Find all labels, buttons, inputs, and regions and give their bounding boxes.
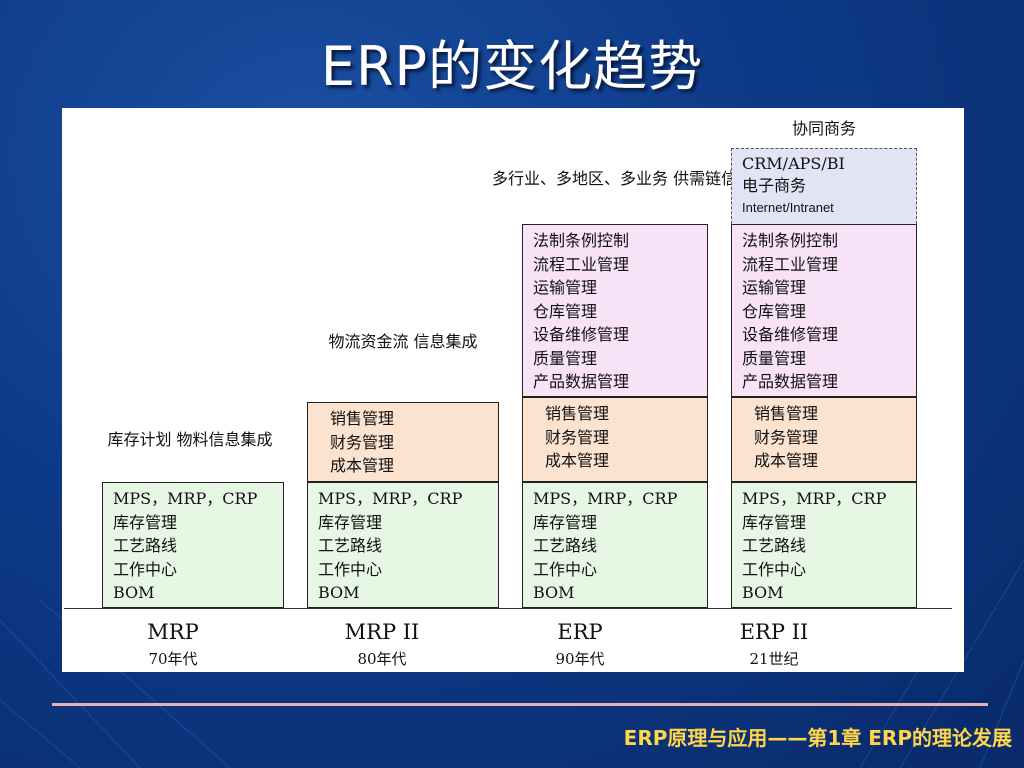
erp2-base-box: MPS，MRP，CRP 库存管理 工艺路线 工作中心 BOM	[731, 482, 917, 608]
mrp2-caption: 物流资金流 信息集成	[307, 330, 499, 353]
era-period: 80年代	[357, 650, 407, 668]
box-line: 工艺路线	[318, 536, 383, 555]
box-line: 库存管理	[318, 512, 383, 532]
box-line: BOM	[113, 583, 155, 602]
box-line: 工作中心	[318, 559, 383, 579]
erp2-collab-box: CRM/APS/BI 电子商务 Internet/Intranet	[731, 148, 917, 224]
box-line: BOM	[533, 583, 575, 602]
box-line: 成本管理	[545, 451, 610, 470]
erp-evolution-diagram: 库存计划 物料信息集成 MPS，MRP，CRP 库存管理 工艺路线 工作中心 B…	[62, 108, 964, 672]
box-line: Internet/Intranet	[742, 200, 834, 215]
box-line: BOM	[742, 583, 784, 602]
box-line: 工作中心	[533, 559, 598, 579]
erp2-finance-box: 销售管理 财务管理 成本管理	[731, 397, 917, 482]
caption-line: 多行业、多地区、多业务	[492, 169, 669, 188]
box-line: 运输管理	[533, 278, 598, 297]
box-line: 成本管理	[330, 456, 395, 475]
era-period: 21世纪	[749, 650, 799, 668]
box-line: 成本管理	[754, 451, 819, 470]
era-label: ERP II	[739, 620, 809, 644]
box-line: MPS，MRP，CRP	[533, 489, 678, 508]
caption-line: 协同商务	[791, 119, 856, 138]
footer-divider	[52, 703, 988, 706]
slide-footer: ERP原理与应用——第1章 ERP的理论发展	[623, 726, 1012, 750]
box-line: 库存管理	[113, 512, 178, 532]
slide-title: ERP的变化趋势	[320, 35, 704, 98]
caption-line: 物流资金流	[328, 332, 409, 351]
erp-extended-box: 法制条例控制 流程工业管理 运输管理 仓库管理 设备维修管理 质量管理 产品数据…	[522, 224, 708, 397]
box-line: 销售管理	[330, 409, 395, 428]
mrp2-base-box: MPS，MRP，CRP 库存管理 工艺路线 工作中心 BOM	[307, 482, 499, 608]
box-line: 质量管理	[742, 348, 807, 368]
erp-base-box: MPS，MRP，CRP 库存管理 工艺路线 工作中心 BOM	[522, 482, 708, 608]
box-line: CRM/APS/BI	[742, 154, 845, 173]
box-line: 财务管理	[545, 427, 610, 447]
era-label: MRP II	[344, 620, 420, 644]
box-line: 工艺路线	[742, 536, 807, 555]
era-label: MRP	[147, 620, 199, 644]
box-line: 库存管理	[742, 512, 807, 532]
box-line: 法制条例控制	[533, 231, 630, 250]
box-line: 工作中心	[742, 559, 807, 579]
box-line: MPS，MRP，CRP	[742, 489, 887, 508]
box-line: 流程工业管理	[742, 254, 839, 274]
mrp-caption: 库存计划 物料信息集成	[102, 428, 278, 451]
box-line: 财务管理	[754, 427, 819, 447]
caption-line: 信息集成	[413, 332, 478, 351]
box-line: MPS，MRP，CRP	[113, 489, 258, 508]
box-line: 产品数据管理	[533, 372, 630, 391]
timeline-axis	[64, 608, 952, 609]
box-line: 产品数据管理	[742, 372, 839, 391]
box-line: 财务管理	[330, 432, 395, 452]
box-line: 工艺路线	[533, 536, 598, 555]
caption-line: 库存计划	[107, 430, 172, 449]
box-line: 运输管理	[742, 278, 807, 297]
erp-caption: 多行业、多地区、多业务 供需链信息集成	[492, 167, 785, 190]
box-line: 工作中心	[113, 559, 178, 579]
box-line: 法制条例控制	[742, 231, 839, 250]
box-line: 电子商务	[742, 176, 807, 195]
box-line: 设备维修管理	[533, 325, 630, 344]
box-line: 销售管理	[545, 404, 610, 423]
box-line: MPS，MRP，CRP	[318, 489, 463, 508]
era-label: ERP	[557, 620, 603, 644]
mrp2-finance-box: 销售管理 财务管理 成本管理	[307, 402, 499, 482]
box-line: 销售管理	[754, 404, 819, 423]
box-line: 工艺路线	[113, 536, 178, 555]
box-line: 质量管理	[533, 348, 598, 368]
erp2-caption: 协同商务	[732, 117, 916, 140]
era-period: 70年代	[148, 650, 198, 668]
box-line: 库存管理	[533, 512, 598, 532]
caption-line: 物料信息集成	[176, 430, 273, 449]
box-line: 流程工业管理	[533, 254, 630, 274]
box-line: BOM	[318, 583, 360, 602]
erp-finance-box: 销售管理 财务管理 成本管理	[522, 397, 708, 482]
erp2-extended-box: 法制条例控制 流程工业管理 运输管理 仓库管理 设备维修管理 质量管理 产品数据…	[731, 224, 917, 397]
box-line: 仓库管理	[742, 301, 807, 321]
box-line: 设备维修管理	[742, 325, 839, 344]
mrp-base-box: MPS，MRP，CRP 库存管理 工艺路线 工作中心 BOM	[102, 482, 284, 608]
box-line: 仓库管理	[533, 301, 598, 321]
era-period: 90年代	[555, 650, 605, 668]
